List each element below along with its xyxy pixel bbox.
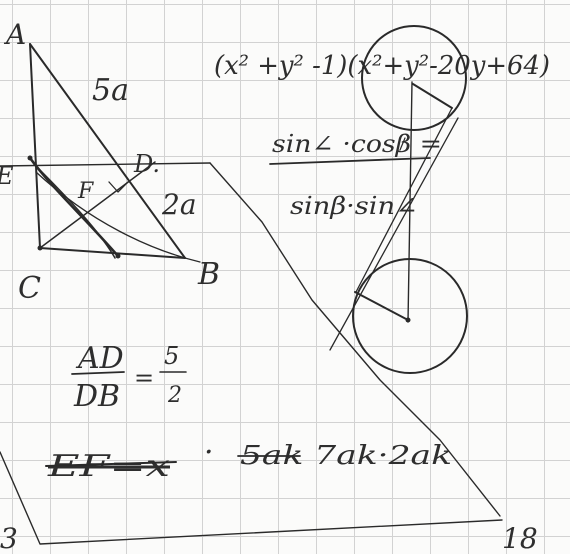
label-a: A: [3, 18, 26, 51]
upper-circle: [361, 25, 467, 151]
line-ed: [0, 162, 211, 167]
trig-denominator: sinβ·sin∠: [290, 192, 418, 220]
foot-point: [115, 253, 121, 259]
ratio-left-bar: [71, 371, 125, 375]
circle-equation: (x² +y² -1)(x²+y²-20y+64): [214, 51, 550, 81]
trig-numerator: sin∠ ·cosβ =: [272, 130, 442, 158]
point-e: [27, 155, 33, 161]
right-angle-mark: [108, 181, 129, 193]
label-5a: 5a: [92, 73, 129, 108]
ratio-db: DB: [73, 379, 120, 414]
lower-circle-radius: [354, 291, 409, 321]
triangle-figure: A E C B D. F 5a 2a: [0, 18, 220, 306]
corner-number-right: 18: [502, 522, 538, 554]
trig-fraction: sin∠ ·cosβ = sinβ·sin∠: [269, 130, 442, 220]
crossed-ef-equals-x: EF=x: [47, 449, 171, 484]
label-b: B: [197, 257, 220, 292]
lower-circle-outline: [352, 258, 468, 374]
line-center-to-center: [407, 81, 413, 323]
upper-circle-outline: [361, 25, 467, 131]
bottom-dot: ·: [204, 435, 214, 470]
long-slant-line: [209, 162, 501, 517]
ratio-equation: AD DB = 5 2: [71, 341, 187, 414]
segment-e-double: [33, 163, 116, 259]
label-d: D.: [133, 150, 160, 178]
point-c: [37, 245, 43, 251]
label-c: C: [18, 271, 41, 306]
ratio-ad: AD: [75, 341, 124, 376]
ratio-2: 2: [167, 383, 182, 408]
upper-circle-tick: [399, 137, 406, 151]
bottom-equation: EF=x · 5ak 7ak·2ak: [45, 435, 452, 484]
side-ac: [29, 43, 41, 249]
label-f: F: [77, 179, 94, 204]
lower-circle: [352, 258, 468, 374]
line-tangent-lower: [329, 117, 459, 351]
construction-lines: [0, 81, 503, 545]
line-tangent-upper: [355, 107, 453, 293]
corner-number-left: 3: [0, 522, 18, 554]
line-cd: [39, 161, 156, 249]
bottom-frame-line: [0, 451, 503, 545]
side-ab: [29, 43, 186, 259]
ratio-equals: =: [134, 364, 154, 392]
label-2a: 2a: [161, 188, 197, 221]
label-e: E: [0, 162, 14, 190]
trig-fraction-bar: [269, 157, 431, 165]
strike-line: [45, 461, 177, 467]
upper-circle-radius: [412, 83, 453, 109]
ratio-5: 5: [164, 342, 179, 370]
curve-to-b: [35, 171, 201, 263]
